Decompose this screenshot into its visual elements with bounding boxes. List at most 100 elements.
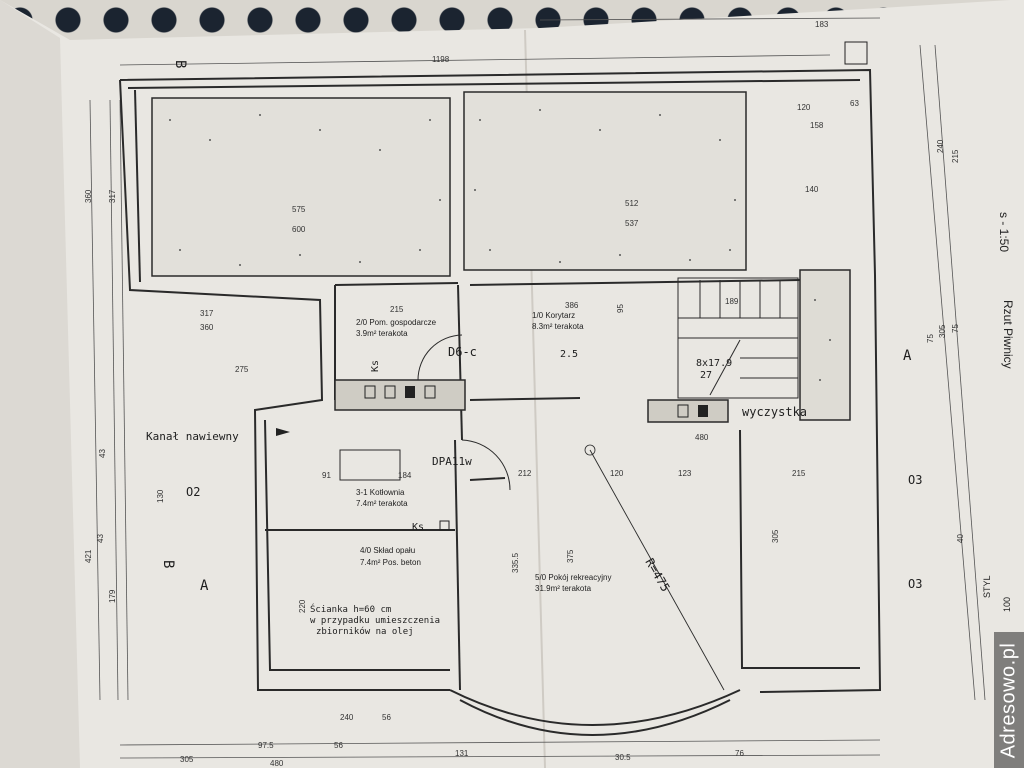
- dim-386: 386: [565, 301, 579, 310]
- dim-bottom-56a: 131: [455, 749, 469, 758]
- dim-left-305: 179: [108, 589, 117, 603]
- dim-left-146: 43: [98, 449, 107, 458]
- room-kotlownia-area: 7.4m² terakota: [356, 499, 408, 508]
- dim-212: 212: [518, 469, 532, 478]
- room-korytarz-name: 1/0 Korytarz: [532, 311, 575, 320]
- plan-title: Rzut Piwnicy: [1001, 300, 1015, 369]
- dim-right-455: 40: [956, 534, 965, 543]
- bay-curve: [449, 444, 741, 736]
- scianka-note-1: Ścianka h=60 cm: [310, 603, 391, 615]
- dim-305: 305: [771, 529, 780, 543]
- stairs: [677, 277, 799, 399]
- dim-600: 600: [292, 225, 306, 234]
- dim-left-480: 43: [96, 534, 105, 543]
- dim-140: 140: [805, 185, 819, 194]
- dim-215: 215: [390, 305, 404, 314]
- dim-right-360: 240: [936, 139, 945, 153]
- dim-bottom-91: 97.5: [258, 741, 274, 750]
- room-pokoj-area: 31.9m² terakota: [535, 584, 592, 593]
- section-b-top: B: [172, 60, 188, 68]
- dim-left-455: 421: [84, 549, 93, 563]
- dim-97-5: 56: [382, 713, 391, 722]
- chimney-block: [334, 379, 729, 423]
- dim-right-240: 305: [938, 324, 947, 338]
- kanal-arrow: [276, 428, 290, 436]
- dim-375: 375: [566, 549, 575, 563]
- dim-480: 480: [695, 433, 709, 442]
- room-sklad-area: 7.4m² Pos. beton: [360, 558, 421, 567]
- dim-bottom-131: 480: [270, 759, 284, 768]
- section-a-left: A: [200, 578, 209, 594]
- outer-walls: [119, 68, 882, 693]
- room-kotlownia-name: 3-1 Kotłownia: [356, 488, 405, 497]
- slope-label: 2.5: [560, 349, 578, 360]
- watermark-banner: Adresowo.pl: [994, 632, 1024, 768]
- paper-left-page: [0, 0, 80, 768]
- dim-right-358: 75: [926, 334, 935, 343]
- room-gospodarcze-area: 3.9m² terakota: [356, 329, 408, 338]
- scianka-note-2: w przypadku umieszczenia: [310, 616, 440, 626]
- stamp-text-1: STYL: [982, 575, 992, 598]
- dim-63: 63: [850, 99, 859, 108]
- dim-275: 275: [235, 365, 249, 374]
- scianka-note-3: zbiorników na olej: [316, 626, 414, 637]
- dim-bottom-429: 30.5: [615, 753, 631, 762]
- dim-184: 184: [398, 471, 412, 480]
- door-dpa-label: DPA11w: [432, 455, 472, 468]
- dim-120: 120: [610, 469, 624, 478]
- dim-130: 130: [156, 489, 165, 503]
- ks-marker: [439, 520, 450, 531]
- dim-91: 91: [322, 471, 331, 480]
- dim-537: 537: [625, 219, 639, 228]
- window-o3b-label: O3: [908, 577, 922, 591]
- dim-123: 123: [678, 469, 692, 478]
- room-korytarz-area: 8.3m² terakota: [532, 322, 584, 331]
- dimension-numbers: 1198 183 575 600 512 537 317 360 275 215…: [84, 20, 965, 768]
- fill-blocks: [151, 91, 851, 421]
- window-o2-label: O2: [186, 485, 200, 499]
- dim-top-183: 183: [815, 20, 829, 29]
- dim-335-5: 335.5: [511, 552, 520, 573]
- door-d6-label: D6-c: [448, 345, 477, 359]
- dim-317: 317: [200, 309, 214, 318]
- room-pokoj-name: 5/0 Pokój rekreacyjny: [535, 573, 611, 582]
- room-gospodarcze-name: 2/0 Pom. gospodarcze: [356, 318, 437, 327]
- ks-label-2: Ks: [412, 522, 424, 533]
- dim-215b: 215: [792, 469, 806, 478]
- dim-95: 95: [616, 304, 625, 313]
- dim-bottom-240: 305: [180, 755, 194, 764]
- window-o3a-label: O3: [908, 473, 922, 487]
- dim-158: 158: [810, 121, 824, 130]
- stairs-label-2: 27: [700, 370, 712, 381]
- dim-left-335: 360: [84, 189, 93, 203]
- dim-360: 360: [200, 323, 214, 332]
- dim-220: 220: [298, 599, 307, 613]
- room-sklad-name: 4/0 Skład opału: [360, 546, 415, 555]
- dim-bottom-130: 56: [334, 741, 343, 750]
- section-a-right: A: [903, 348, 912, 364]
- dim-163: 240: [340, 713, 354, 722]
- scale-label: s - 1:50: [997, 212, 1011, 252]
- dim-575: 575: [292, 205, 306, 214]
- dim-bottom-56b: 76: [735, 749, 744, 758]
- stamp-text-2: 100: [1002, 597, 1012, 612]
- room-labels: 2/0 Pom. gospodarcze 3.9m² terakota 1/0 …: [356, 311, 611, 593]
- stairs-label: 8x17.9: [696, 358, 732, 369]
- dim-189: 189: [725, 297, 739, 306]
- dimension-lines: [89, 17, 986, 759]
- ks-label-1: Ks: [370, 360, 381, 372]
- grid-symbol: [844, 41, 868, 65]
- dim-right-317: 215: [951, 149, 960, 163]
- interior-walls: [264, 279, 860, 691]
- section-b-left: B: [160, 560, 176, 568]
- dim-left-421: 317: [108, 189, 117, 203]
- dim-top-1198: 1198: [432, 55, 450, 64]
- dim-120b: 120: [797, 103, 811, 112]
- kanal-label: Kanał nawiewny: [146, 430, 239, 443]
- wyczystka-label: wyczystka: [742, 405, 807, 419]
- dim-right-215: 75: [951, 324, 960, 333]
- dim-512: 512: [625, 199, 639, 208]
- watermark-text: Adresowo.pl: [997, 642, 1020, 758]
